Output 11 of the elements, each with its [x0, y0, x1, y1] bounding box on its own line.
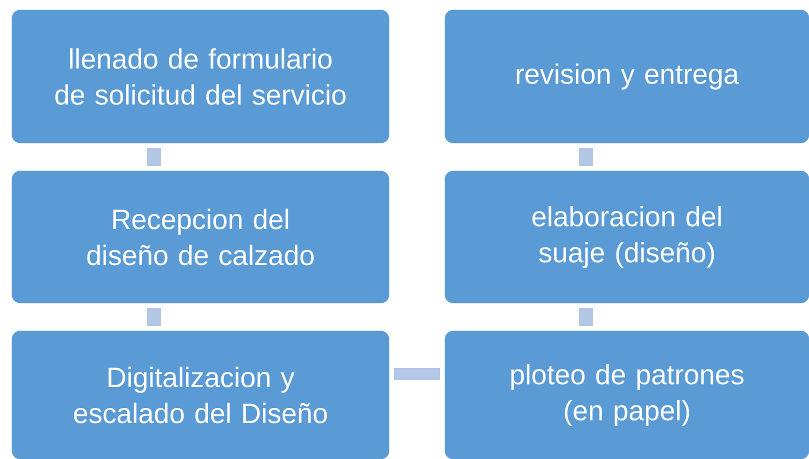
process-box: ploteo de patrones (en papel) [444, 330, 809, 459]
process-box: Digitalizacion y escalado del Diseño [12, 330, 390, 459]
connector-bar [579, 148, 593, 166]
connector-bar [147, 308, 161, 326]
connector-bar [579, 308, 593, 326]
process-box: elaboracion del suaje (diseño) [444, 170, 809, 304]
process-box: revision y entrega [444, 10, 809, 144]
connector-bar [394, 368, 440, 380]
process-box: llenado de formulario de solicitud del servicio [12, 10, 390, 144]
connector-bar [147, 148, 161, 166]
process-box: Recepcion del diseño de calzado [12, 170, 390, 304]
